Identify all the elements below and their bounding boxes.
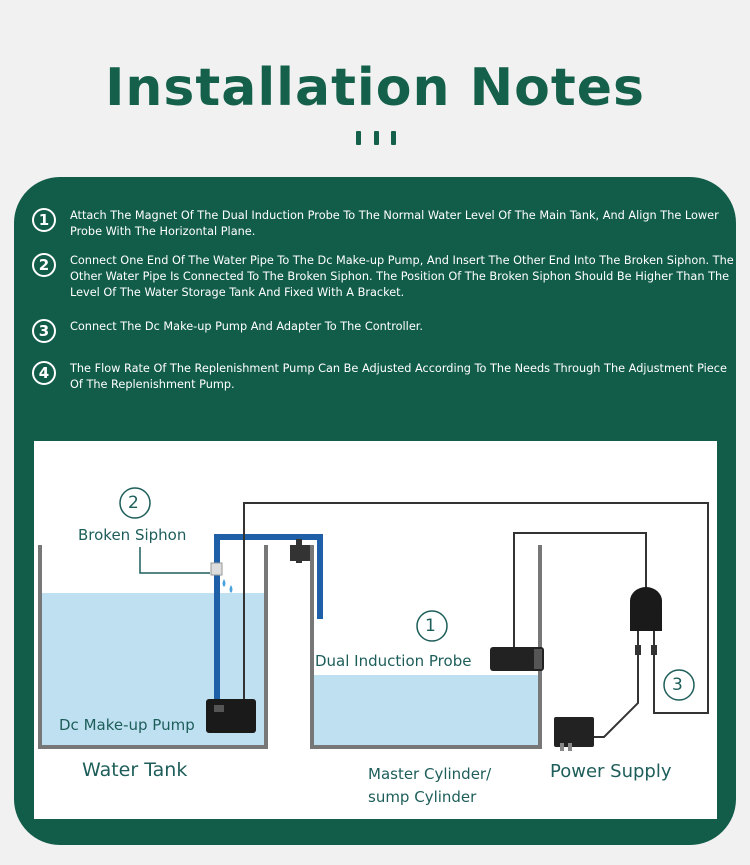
siphon-leader-line [139,547,210,574]
step-number-4: 4 [32,361,56,385]
marker-siphon: 2 [128,493,139,513]
step-number-1: 1 [32,208,56,232]
water-drop-icon [229,585,233,593]
label-pump: Dc Make-up Pump [59,716,195,734]
step-number-2: 2 [32,253,56,277]
blue-pipe [214,534,323,701]
label-broken-siphon: Broken Siphon [78,526,187,544]
power-adapter-icon [554,717,594,747]
note-4-text: The Flow Rate Of The Replenishment Pump … [70,362,727,391]
master-cylinder-outline [310,545,542,749]
controller-icon [630,587,662,631]
pump-body [206,699,256,733]
marker-circle-1 [416,610,448,642]
marker-circle-3 [663,669,695,701]
label-water-tank: Water Tank [82,759,188,781]
marker-power: 3 [672,675,683,695]
label-power-supply: Power Supply [550,761,672,782]
label-master-line-1: Master Cylinder/ [368,765,492,783]
probe-cap [534,649,542,669]
title-divider [356,131,396,147]
siphon-bracket-post [296,539,302,563]
master-cylinder-water [312,675,538,745]
water-drop-icon [222,579,226,587]
water-tank-outline [38,545,268,749]
probe-body [490,647,544,671]
page-title: Installation Notes [105,58,645,118]
note-2-text: Connect One End Of The Water Pipe To The… [70,254,734,299]
label-master-cylinder: Master Cylinder/ sump Cylinder [368,763,491,809]
label-probe: Dual Induction Probe [315,652,472,670]
pump-cable [243,502,709,714]
adapter-cable [594,669,639,738]
installation-diagram: 2 Broken Siphon Dc Make-up Pump Water Ta… [34,441,717,819]
probe-cable [513,532,647,647]
marker-probe: 1 [425,616,436,636]
marker-circle-2 [119,487,151,519]
note-1-text: Attach The Magnet Of The Dual Induction … [70,209,719,238]
pump-detail [214,705,224,712]
diagram-graphics [38,487,709,751]
step-number-3: 3 [32,319,56,343]
note-3-text: Connect The Dc Make-up Pump And Adapter … [70,320,423,333]
label-master-line-2: sump Cylinder [368,788,477,806]
siphon-nozzle [210,562,223,576]
